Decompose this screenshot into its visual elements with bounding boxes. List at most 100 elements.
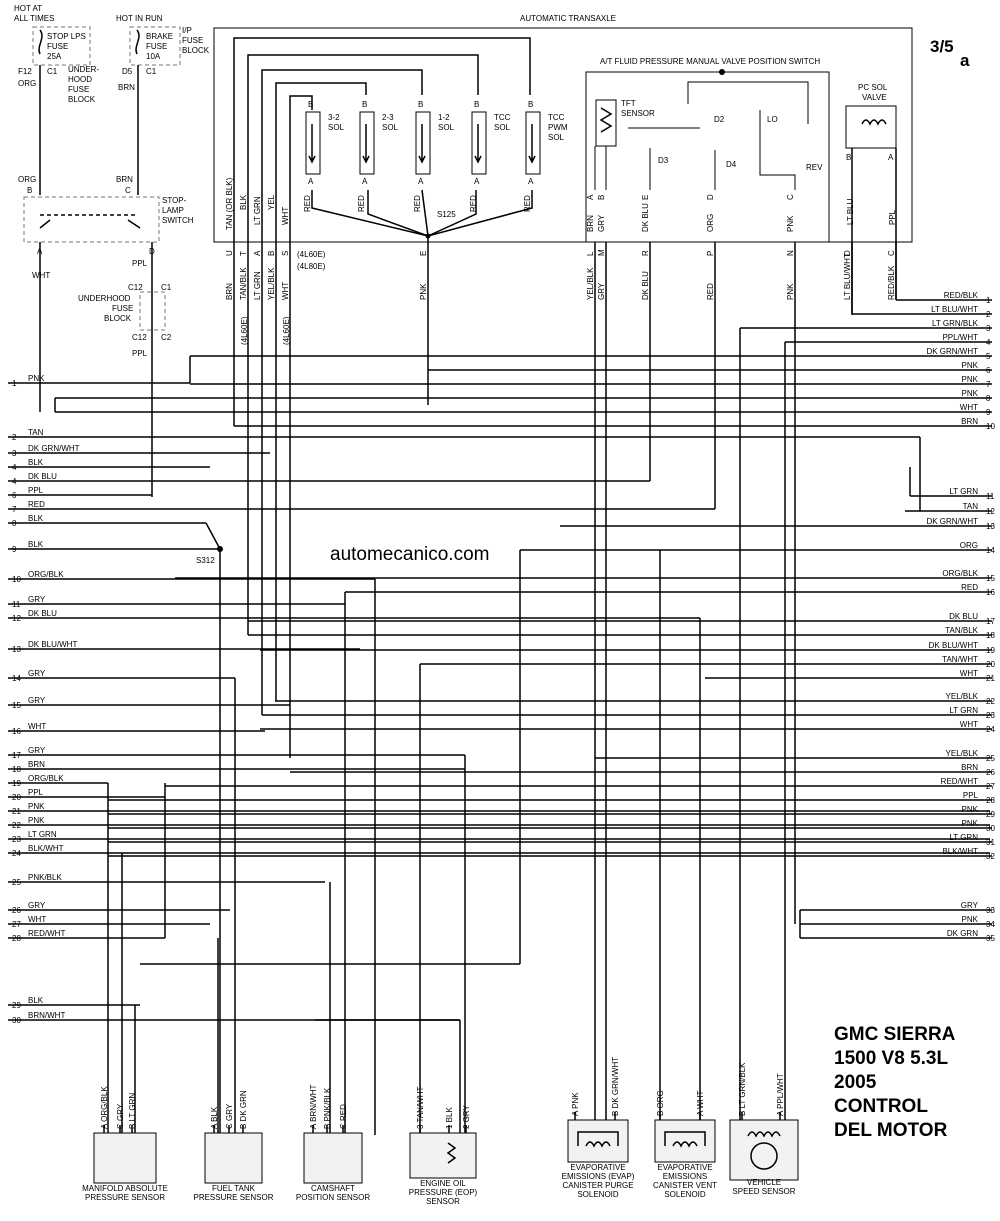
left-pin-wire: ORG/BLK (28, 570, 64, 579)
svg-text:FUSE: FUSE (68, 85, 89, 94)
automatic-transaxle-box (213, 27, 913, 243)
svg-text:B: B (308, 100, 313, 109)
left-pin-wire: DK BLU/WHT (28, 640, 77, 649)
stop-lamp-switch-box (23, 196, 160, 243)
left-pin-wire: GRY (28, 901, 46, 910)
svg-text:FUSE: FUSE (47, 42, 68, 51)
left-pin-wire: BLK (28, 996, 44, 1005)
connector-wire: DK BLU (641, 271, 650, 300)
svg-text:PRESSURE SENSOR: PRESSURE SENSOR (85, 1193, 165, 1202)
right-pin-wire: PNK (962, 361, 979, 370)
svg-text:D3: D3 (658, 156, 669, 165)
svg-text:PPL: PPL (132, 259, 148, 268)
svg-text:D2: D2 (714, 115, 725, 124)
right-pin-wire: DK BLU/WHT (929, 641, 978, 650)
right-pin-wire: BLK/WHT (942, 847, 978, 856)
svg-text:B: B (474, 100, 479, 109)
svg-text:3-2: 3-2 (328, 113, 340, 122)
switch-pin: B (597, 195, 606, 200)
right-pin-wire: DK BLU (949, 612, 978, 621)
connector-wire: RED/BLK (887, 265, 896, 300)
svg-text:SOLENOID: SOLENOID (577, 1190, 619, 1199)
connector-wire: TAN/BLK (239, 267, 248, 300)
svg-text:25A: 25A (47, 52, 62, 61)
svg-text:STOP LPS: STOP LPS (47, 32, 86, 41)
right-pin-wire: YEL/BLK (946, 692, 979, 701)
right-pin-wire: BRN (961, 763, 978, 772)
right-pin-wire: RED/WHT (941, 777, 978, 786)
svg-text:WHT: WHT (32, 271, 50, 280)
left-pin-wire: PNK/BLK (28, 873, 62, 882)
svg-text:ENGINE OIL: ENGINE OIL (420, 1179, 466, 1188)
right-pin-wire: ORG/BLK (942, 569, 978, 578)
right-pin-wire: GRY (961, 901, 979, 910)
sensor-pin: B DK GRN/WHT (611, 1057, 620, 1116)
svg-text:CONTROL: CONTROL (834, 1096, 928, 1117)
pc-sol-valve (845, 105, 897, 149)
right-pin-wire: PNK (962, 915, 979, 924)
connector-pin: E (419, 251, 428, 256)
svg-text:UNDERHOOD: UNDERHOOD (78, 294, 131, 303)
right-pin-wire: DK GRN (947, 929, 978, 938)
svg-text:LO: LO (767, 115, 778, 124)
right-pin-wire: LT GRN (949, 833, 978, 842)
switch-pin: D (706, 194, 715, 200)
svg-text:D5: D5 (122, 67, 133, 76)
sensor-pin: C GRY (225, 1103, 234, 1129)
svg-text:BLOCK: BLOCK (182, 46, 210, 55)
svg-text:B: B (528, 100, 533, 109)
sensor-pin: C RED (339, 1104, 348, 1129)
sensor-pin: 1 BLK (445, 1107, 454, 1129)
left-pin-wire: BLK (28, 458, 44, 467)
svg-text:SOL: SOL (328, 123, 345, 132)
left-pin-wire: BLK/WHT (28, 844, 64, 853)
svg-text:(4L80E): (4L80E) (297, 262, 326, 271)
left-pin-wire: GRY (28, 746, 46, 755)
left-pin-wire: PNK (28, 816, 45, 825)
svg-text:BRN: BRN (116, 175, 133, 184)
svg-text:BLOCK: BLOCK (68, 95, 96, 104)
connector-pin: R (641, 250, 650, 256)
svg-text:A: A (37, 247, 43, 256)
svg-text:TCC: TCC (548, 113, 565, 122)
sensor-pin: A ORG/BLK (100, 1086, 109, 1129)
connector-wire: PNK (786, 283, 795, 300)
svg-text:ALL TIMES: ALL TIMES (14, 14, 54, 23)
right-pin-wire: RED/BLK (944, 291, 979, 300)
svg-text:S125: S125 (437, 210, 456, 219)
svg-text:C12: C12 (128, 283, 143, 292)
sensor-pin: A BRN/WHT (309, 1084, 318, 1129)
svg-text:EMISSIONS: EMISSIONS (663, 1172, 707, 1181)
solenoid-wire-label: RED (357, 195, 366, 212)
connector-wire: LT BLU/WHT (843, 253, 852, 300)
svg-text:SOL: SOL (382, 123, 399, 132)
svg-text:PRESSURE SENSOR: PRESSURE SENSOR (193, 1193, 273, 1202)
svg-text:VEHICLE: VEHICLE (747, 1178, 781, 1187)
right-pin-wire: LT GRN (949, 487, 978, 496)
left-pin-wire: LT GRN (28, 830, 57, 839)
right-pin-wire: TAN (963, 502, 979, 511)
valve-switch-title: A/T FLUID PRESSURE MANUAL VALVE POSITION… (600, 57, 820, 66)
left-pin-wire: DK BLU (28, 609, 57, 618)
svg-text:TCC: TCC (494, 113, 511, 122)
svg-text:FUEL TANK: FUEL TANK (212, 1184, 256, 1193)
svg-text:(4L60E): (4L60E) (240, 316, 249, 345)
svg-text:F12: F12 (18, 67, 32, 76)
stop-lps-fuse-box (32, 26, 91, 66)
right-pin-wire: LT GRN (949, 706, 978, 715)
left-pin-wire: WHT (28, 722, 46, 731)
svg-text:EVAPORATIVE: EVAPORATIVE (657, 1163, 712, 1172)
svg-text:SWITCH: SWITCH (162, 216, 194, 225)
switch-pin: C (786, 194, 795, 200)
svg-text:HOT AT: HOT AT (14, 4, 42, 13)
svg-text:PPL: PPL (888, 209, 897, 225)
svg-text:CANISTER VENT: CANISTER VENT (653, 1181, 717, 1190)
left-pin-wire: BRN (28, 760, 45, 769)
svg-text:VALVE: VALVE (862, 93, 887, 102)
